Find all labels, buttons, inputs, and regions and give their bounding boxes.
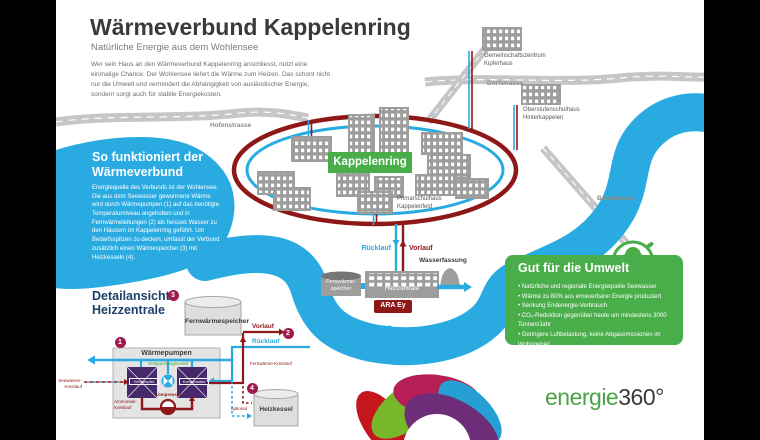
env-bullet: Senkung Endenergie-Verbrauch — [518, 302, 676, 312]
kompressor-label: Kompressor — [154, 392, 182, 397]
wasserfassung-dome — [440, 268, 460, 289]
outer-buildings — [482, 27, 561, 105]
letterbox-left — [0, 0, 56, 440]
seewasser-kreislauf-label: Seewasser- Kreislauf — [58, 378, 82, 389]
ara-ey-badge: ARA Ey — [374, 300, 412, 313]
street-label-dorfstrasse: Dorfstrasse — [487, 80, 524, 87]
street-label-bernstrasse: Bernstrasse — [597, 195, 635, 202]
ring-buildings — [257, 107, 489, 214]
heizkessel-label: Heizkessel — [259, 406, 293, 413]
ammoniak-kreislauf-label: Ammoniak- Kreislauf — [114, 399, 137, 410]
env-benefits-list: Natürliche und regionale Energiequelle S… — [518, 283, 676, 350]
street-label-hofenstrasse: Hofenstrasse — [210, 122, 252, 129]
water-wohlensee-aare — [56, 93, 731, 366]
wasserfassung-label: Wasserfassung — [419, 257, 467, 264]
kappelenring-label: Kappelenring — [328, 152, 412, 173]
map-vorlauf-label: Vorlauf — [409, 245, 433, 252]
badge-1-waermepumpen: 1 — [114, 336, 126, 348]
page-subtitle: Natürliche Energie aus dem Wohlensee — [91, 42, 259, 53]
label-gemeinschaftszentrum: Gemeinschaftszentrum Kipferhaus — [484, 53, 546, 68]
badge-3-waermespeicher: 3 — [167, 289, 179, 301]
entspannungsventil-label: Entspannungsventil — [148, 361, 188, 366]
badge-2-fernwaermeleitungen: 2 — [282, 327, 294, 339]
letterbox-right — [704, 0, 760, 440]
logo-suffix-text: 360° — [618, 384, 664, 410]
logo-brand-text: energie — [545, 384, 619, 410]
page-title: Wärmeverbund Kappelenring — [90, 14, 411, 40]
map-speicher-label: Fernwärme- speicher — [326, 279, 356, 293]
env-bullet: CO₂-Reduktion gegenüber heute um mindest… — [518, 312, 676, 331]
label-oberstufenschulhaus: Oberstufenschulhaus Hinterkappelen — [523, 107, 580, 122]
intro-paragraph: Wer sein Haus an den Wärmeverbund Kappel… — [91, 61, 331, 99]
detail-heading: Detailansicht Heizzentrale — [92, 289, 170, 318]
detail-diagram — [84, 296, 310, 427]
detail-speicher-label: Fernwärmespeicher — [185, 318, 250, 325]
verdampfer-label: Verdampfer — [129, 378, 159, 385]
detail-ruecklauf-label: Rücklauf — [252, 338, 280, 345]
heizzentrale-site — [321, 268, 472, 298]
label-primarschulhaus: Primarschulhaus Kappelenfeld — [397, 196, 442, 211]
detail-vorlauf-label: Vorlauf — [252, 323, 274, 330]
aare-label: Aare — [363, 321, 394, 336]
env-bullet: Wärme zu 80% aus erneuerbarer Energie pr… — [518, 293, 676, 303]
env-box-heading: Gut für die Umwelt — [518, 261, 630, 275]
optional-label: optional — [231, 406, 247, 411]
fernwaerme-kreislauf-label: Fernwärme-Kreislauf — [250, 361, 292, 366]
badge-4-heizkessel: 4 — [246, 382, 258, 394]
logo-flower — [356, 374, 502, 440]
how-it-works-heading: So funktioniert der Wärmeverbund — [92, 150, 204, 179]
env-bullet: Natürliche und regionale Energiequelle S… — [518, 283, 676, 293]
map-heizzentrale-label: Heizzentrale — [384, 285, 420, 292]
energie360-logo: energie360° — [545, 384, 664, 411]
how-it-works-body: Energiequelle des Verbunds ist der Wohle… — [92, 185, 220, 261]
map-ruecklauf-label: Rücklauf — [361, 245, 391, 252]
waermepumpen-label: Wärmepumpen — [141, 350, 192, 357]
env-bullet: Geringere Luftbelastung, keine Abgasemis… — [518, 331, 676, 350]
kondensator-label: Kondensator — [179, 378, 209, 385]
